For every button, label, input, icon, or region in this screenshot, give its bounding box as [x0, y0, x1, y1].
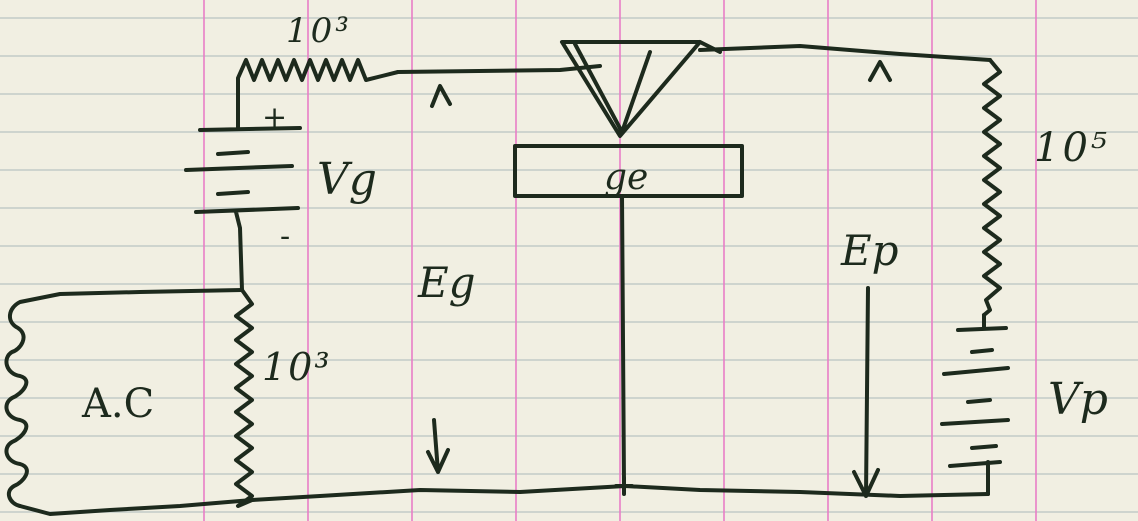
grid-resistor	[236, 58, 400, 97]
eg-arrow-down	[426, 418, 450, 474]
plate-resistor-label: 10⁵	[1034, 125, 1110, 171]
input-resistor-label: 10³	[262, 345, 332, 389]
wire-top-right	[698, 44, 992, 62]
grid-battery-label: Vg	[317, 154, 377, 205]
plate-battery-label: Vp	[1048, 374, 1108, 425]
junction	[614, 476, 634, 496]
eg-arrow-up	[430, 84, 452, 108]
vertical-rule-lines	[203, 0, 1037, 521]
grid-battery	[184, 93, 302, 292]
grid-battery-plus-label: +	[262, 100, 288, 135]
cat-whisker	[560, 40, 722, 138]
grid-battery-minus-label: -	[280, 219, 291, 254]
wire-bottom	[18, 484, 990, 516]
crystal-label: ge	[604, 157, 649, 198]
input-resistor	[234, 288, 254, 508]
plate-resistor	[982, 58, 1002, 317]
ep-arrow-line	[852, 286, 880, 498]
wire-crystal-base	[620, 194, 626, 488]
grid-voltage-label: Eg	[418, 258, 476, 307]
ep-arrow-up	[868, 60, 892, 82]
plate-battery	[940, 313, 1010, 496]
grid-resistor-label: 10³	[286, 11, 352, 51]
plate-voltage-label: Ep	[841, 226, 899, 275]
ac-source-coil	[4, 288, 244, 508]
germanium-crystal	[513, 144, 744, 198]
ruled-lines	[0, 17, 1138, 513]
ac-source-label: A.C	[82, 381, 155, 427]
